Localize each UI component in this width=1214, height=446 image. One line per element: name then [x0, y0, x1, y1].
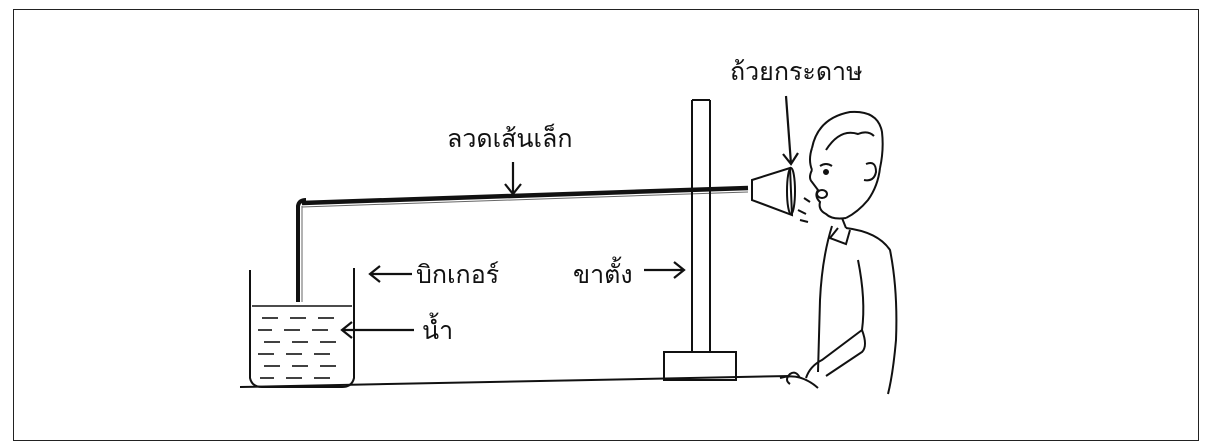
arrows	[340, 95, 799, 339]
stand-label: ขาตั้ง	[573, 256, 633, 289]
beaker	[249, 268, 355, 388]
beaker-label: บิกเกอร์	[416, 260, 499, 289]
stand	[663, 99, 737, 381]
water-label: น้ำ	[422, 312, 453, 345]
paper-cup-label: ถ้วยกระดาษ	[730, 57, 863, 86]
water	[252, 305, 352, 379]
diagram-frame	[13, 9, 1199, 441]
thin-wire-label: ลวดเส้นเล็ก	[447, 123, 573, 153]
boy	[786, 110, 898, 395]
thin-wire	[296, 185, 749, 302]
paper-cup	[751, 166, 796, 217]
